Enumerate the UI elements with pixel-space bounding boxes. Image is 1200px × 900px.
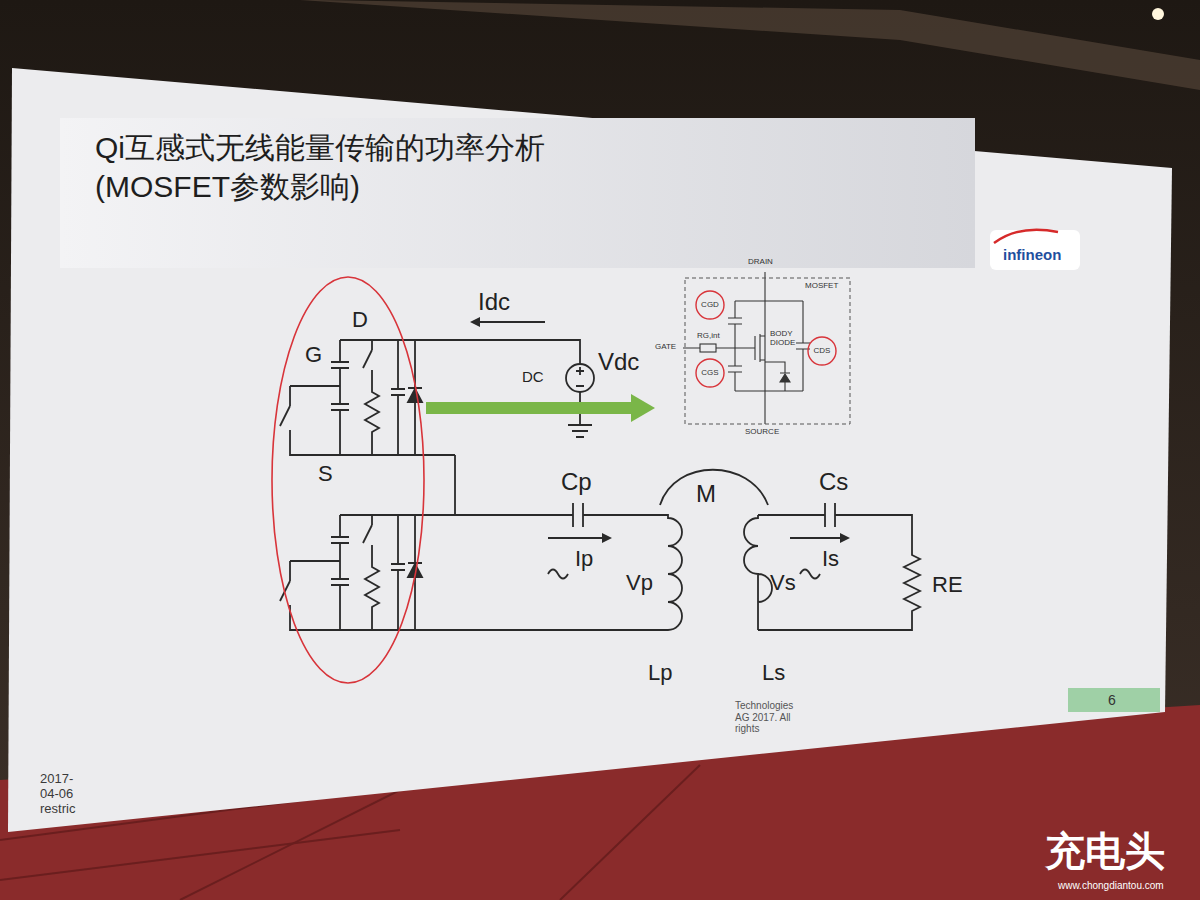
half-bridge-circuit [280,340,668,630]
highlight-ellipse: G D S [270,275,426,685]
pin-label: CDS [814,347,831,356]
slide-title: Qi互感式无线能量传输的功率分析(MOSFET参数影响) [95,128,635,206]
date-note: 2017- 04-06 restric [40,772,92,817]
pin-label: CGD [701,301,719,310]
current-label: Idc [478,288,510,316]
pin-label: CGS [701,369,718,378]
highlight-ellipse [272,277,424,683]
ceiling-light [1152,8,1164,20]
mosfet-inset: DRAIN MOSFET GATE RG,int BODY DIODE SOURCE CGD… [655,256,855,446]
terminal-label: D [352,308,368,332]
dc-source-symbol [566,364,594,437]
title-band [60,118,975,268]
inductor-label: Lp [648,660,672,685]
pin-label: DRAIN [748,258,773,267]
logo-plate [990,230,1080,270]
page-number-bar [1068,688,1160,712]
ceiling-beam [300,0,1200,90]
highlight-circle [696,291,724,319]
resonant-tank [573,470,920,630]
pin-label: MOSFET [805,282,838,291]
current-label: Is [822,546,839,571]
highlight-circle: CDS [807,336,837,366]
flow-arrow [426,402,635,414]
highlight-ellipse-outline [270,275,426,685]
dashed-boundary [685,278,850,424]
voltage-label: Vs [770,570,796,595]
pin-label: GATE [655,343,676,352]
highlight-circle: CGS [695,358,725,388]
pin-label: BODY DIODE [770,330,800,348]
source-label: DC [522,368,544,385]
company-logo: infineon [1003,246,1061,263]
terminal-label: G [305,343,322,367]
inductor-label: Ls [762,660,785,685]
mutual-inductance-label: M [696,480,716,508]
watermark: 充电头 [1045,828,1165,874]
watermark-url: www.chongdiantou.com [1058,880,1164,892]
terminal-label: S [318,462,333,486]
pin-label: SOURCE [745,428,779,437]
current-arrows [470,317,850,579]
mosfet-model-symbol [683,272,810,424]
current-label: Ip [575,546,593,571]
voltage-label: Vdc [598,348,639,376]
logo-swoosh [994,230,1058,243]
voltage-label: Vp [626,570,653,595]
projection-screen [8,68,1172,832]
highlight-circle [808,337,836,365]
page-number: 6 [1108,692,1116,708]
capacitor-label: Cs [819,468,848,496]
capacitor-label: Cp [561,468,592,496]
pin-label: RG,int [697,332,720,341]
highlight-circle: CGD [695,290,725,320]
resistor-label: RE [932,572,963,597]
highlight-circle [696,359,724,387]
copyright-note: Technologies AG 2017. All rights [735,700,809,735]
